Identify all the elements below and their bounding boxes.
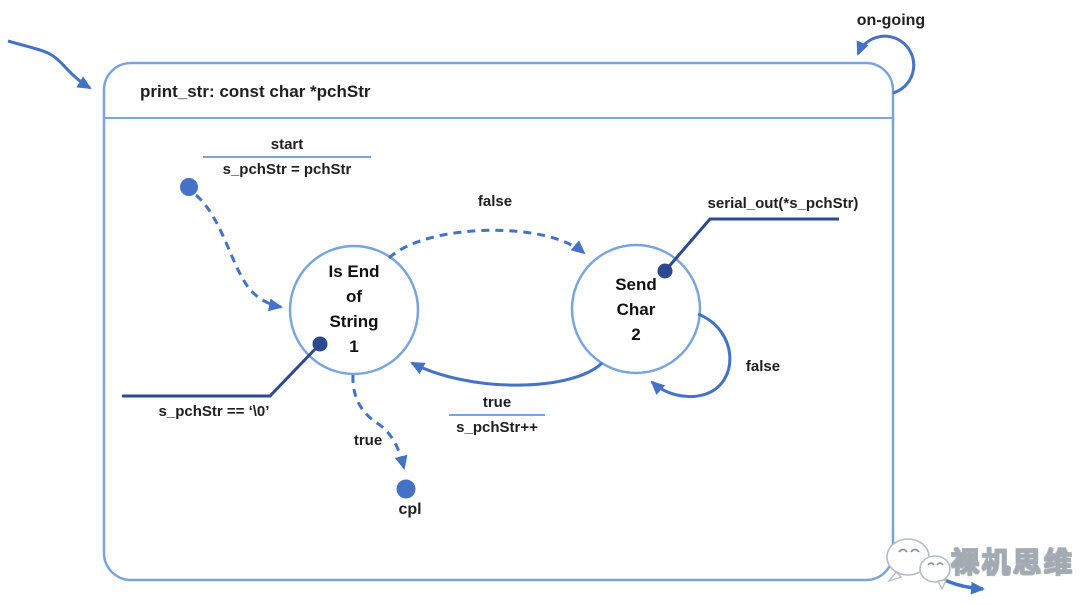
- null-check-anchor-dot: [312, 336, 328, 352]
- null-check-callout-label: s_pchStr == ‘\0’: [158, 403, 270, 420]
- false-transition-arrow: [387, 228, 586, 260]
- true-to-final-arrow: [351, 374, 408, 470]
- frame-box: [102, 61, 895, 582]
- true-action-label: s_pchStr++: [456, 419, 538, 436]
- start-guard-label: start s_pchStr = pchStr: [203, 135, 371, 179]
- start-event-label: start: [203, 135, 371, 158]
- start-action-label: s_pchStr = pchStr: [222, 161, 352, 178]
- ongoing-label: on-going: [856, 12, 926, 29]
- false-transition-label: false: [477, 193, 513, 210]
- true-guard-label: true s_pchStr++: [449, 393, 545, 437]
- null-check-callout-line: [122, 342, 322, 398]
- final-state-label: cpl: [398, 501, 422, 518]
- state-send-char-label: Send Char 2: [615, 275, 657, 344]
- watermark: 裸机思维: [950, 546, 1076, 578]
- true-event-label: true: [449, 393, 545, 416]
- initial-state-dot: [180, 178, 198, 196]
- serial-out-anchor-dot: [657, 263, 673, 279]
- true-transition-arrow: [410, 361, 604, 387]
- frame-title: print_str: const char *pchStr: [140, 82, 371, 101]
- true-to-final-label: true: [353, 432, 383, 449]
- send-char-self-loop-arrow: [650, 312, 732, 398]
- state-is-end-of-string-label: Is End of String 1: [328, 262, 380, 356]
- serial-out-callout-label: serial_out(*s_pchStr): [707, 195, 859, 212]
- final-state-dot: [396, 479, 416, 499]
- entry-arrow: [7, 39, 92, 90]
- start-transition-arrow: [195, 193, 283, 312]
- serial-out-callout-line: [663, 217, 839, 272]
- wechat-icon: [886, 538, 951, 591]
- ongoing-loop-arrow: [856, 34, 916, 95]
- self-loop-false-label: false: [745, 358, 781, 375]
